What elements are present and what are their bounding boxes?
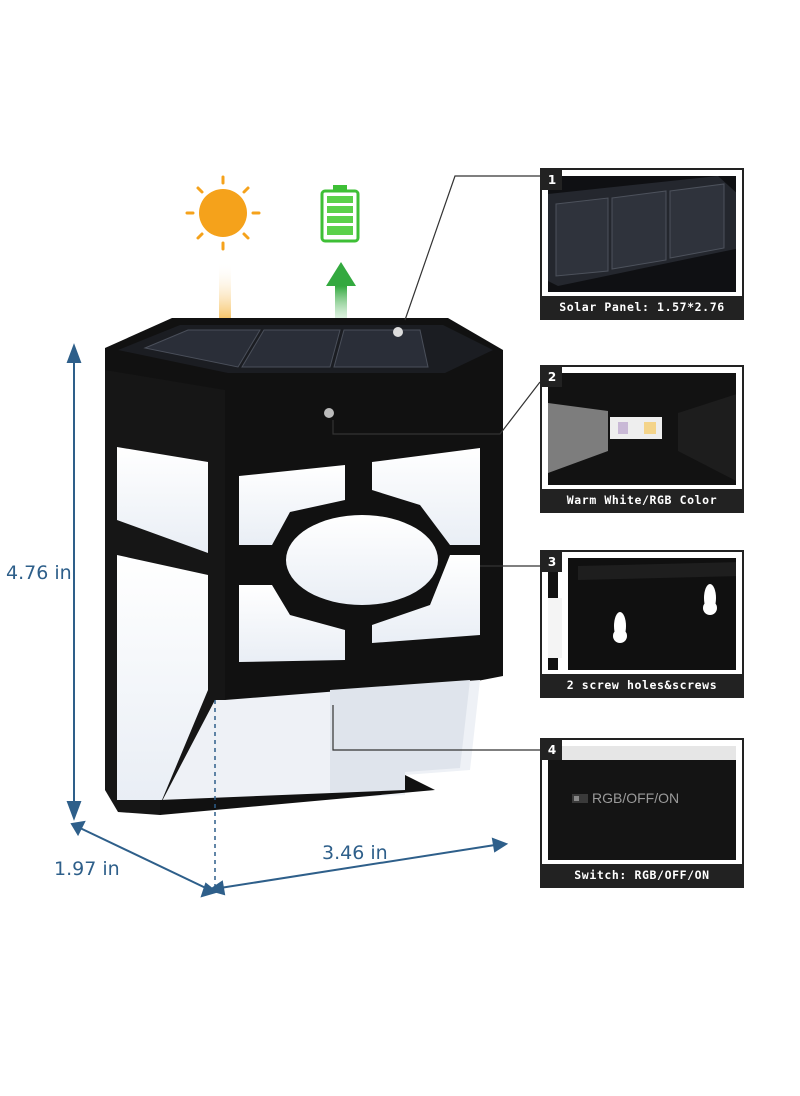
dimension-lines <box>66 343 509 898</box>
solar-panel-image <box>548 176 736 292</box>
depth-label: 1.97 in <box>54 858 120 880</box>
panel-caption: Solar Panel: 1.57*2.76 inch <box>542 296 742 336</box>
panel-number: 3 <box>542 552 562 572</box>
screw-holes-image <box>548 558 736 670</box>
detail-panel-solar: 1 Solar Panel: 1.57*2.76 inch <box>540 168 744 336</box>
detail-panel-screw-holes: 3 2 screw holes&screws <box>540 550 744 698</box>
detail-panel-led: 2 Warm White/RGB Color <box>540 365 744 513</box>
panel-number: 4 <box>542 740 562 760</box>
width-label: 3.46 in <box>322 842 388 864</box>
detail-panel-switch: RGB/OFF/ON 4 Switch: RGB/OFF/ON <box>540 738 744 888</box>
switch-image: RGB/OFF/ON <box>548 746 736 860</box>
panel-number: 2 <box>542 367 562 387</box>
switch-label: RGB/OFF/ON <box>592 790 680 806</box>
panel-caption: Warm White/RGB Color <box>542 489 742 511</box>
sun-icon <box>185 175 261 251</box>
panel-caption: Switch: RGB/OFF/ON <box>542 864 742 886</box>
battery-icon <box>320 185 360 243</box>
led-image <box>548 373 736 485</box>
panel-number: 1 <box>542 170 562 190</box>
solar-lamp <box>105 318 503 815</box>
panel-caption: 2 screw holes&screws <box>542 674 742 696</box>
callout-lines <box>332 175 541 751</box>
height-label: 4.76 in <box>6 562 72 584</box>
